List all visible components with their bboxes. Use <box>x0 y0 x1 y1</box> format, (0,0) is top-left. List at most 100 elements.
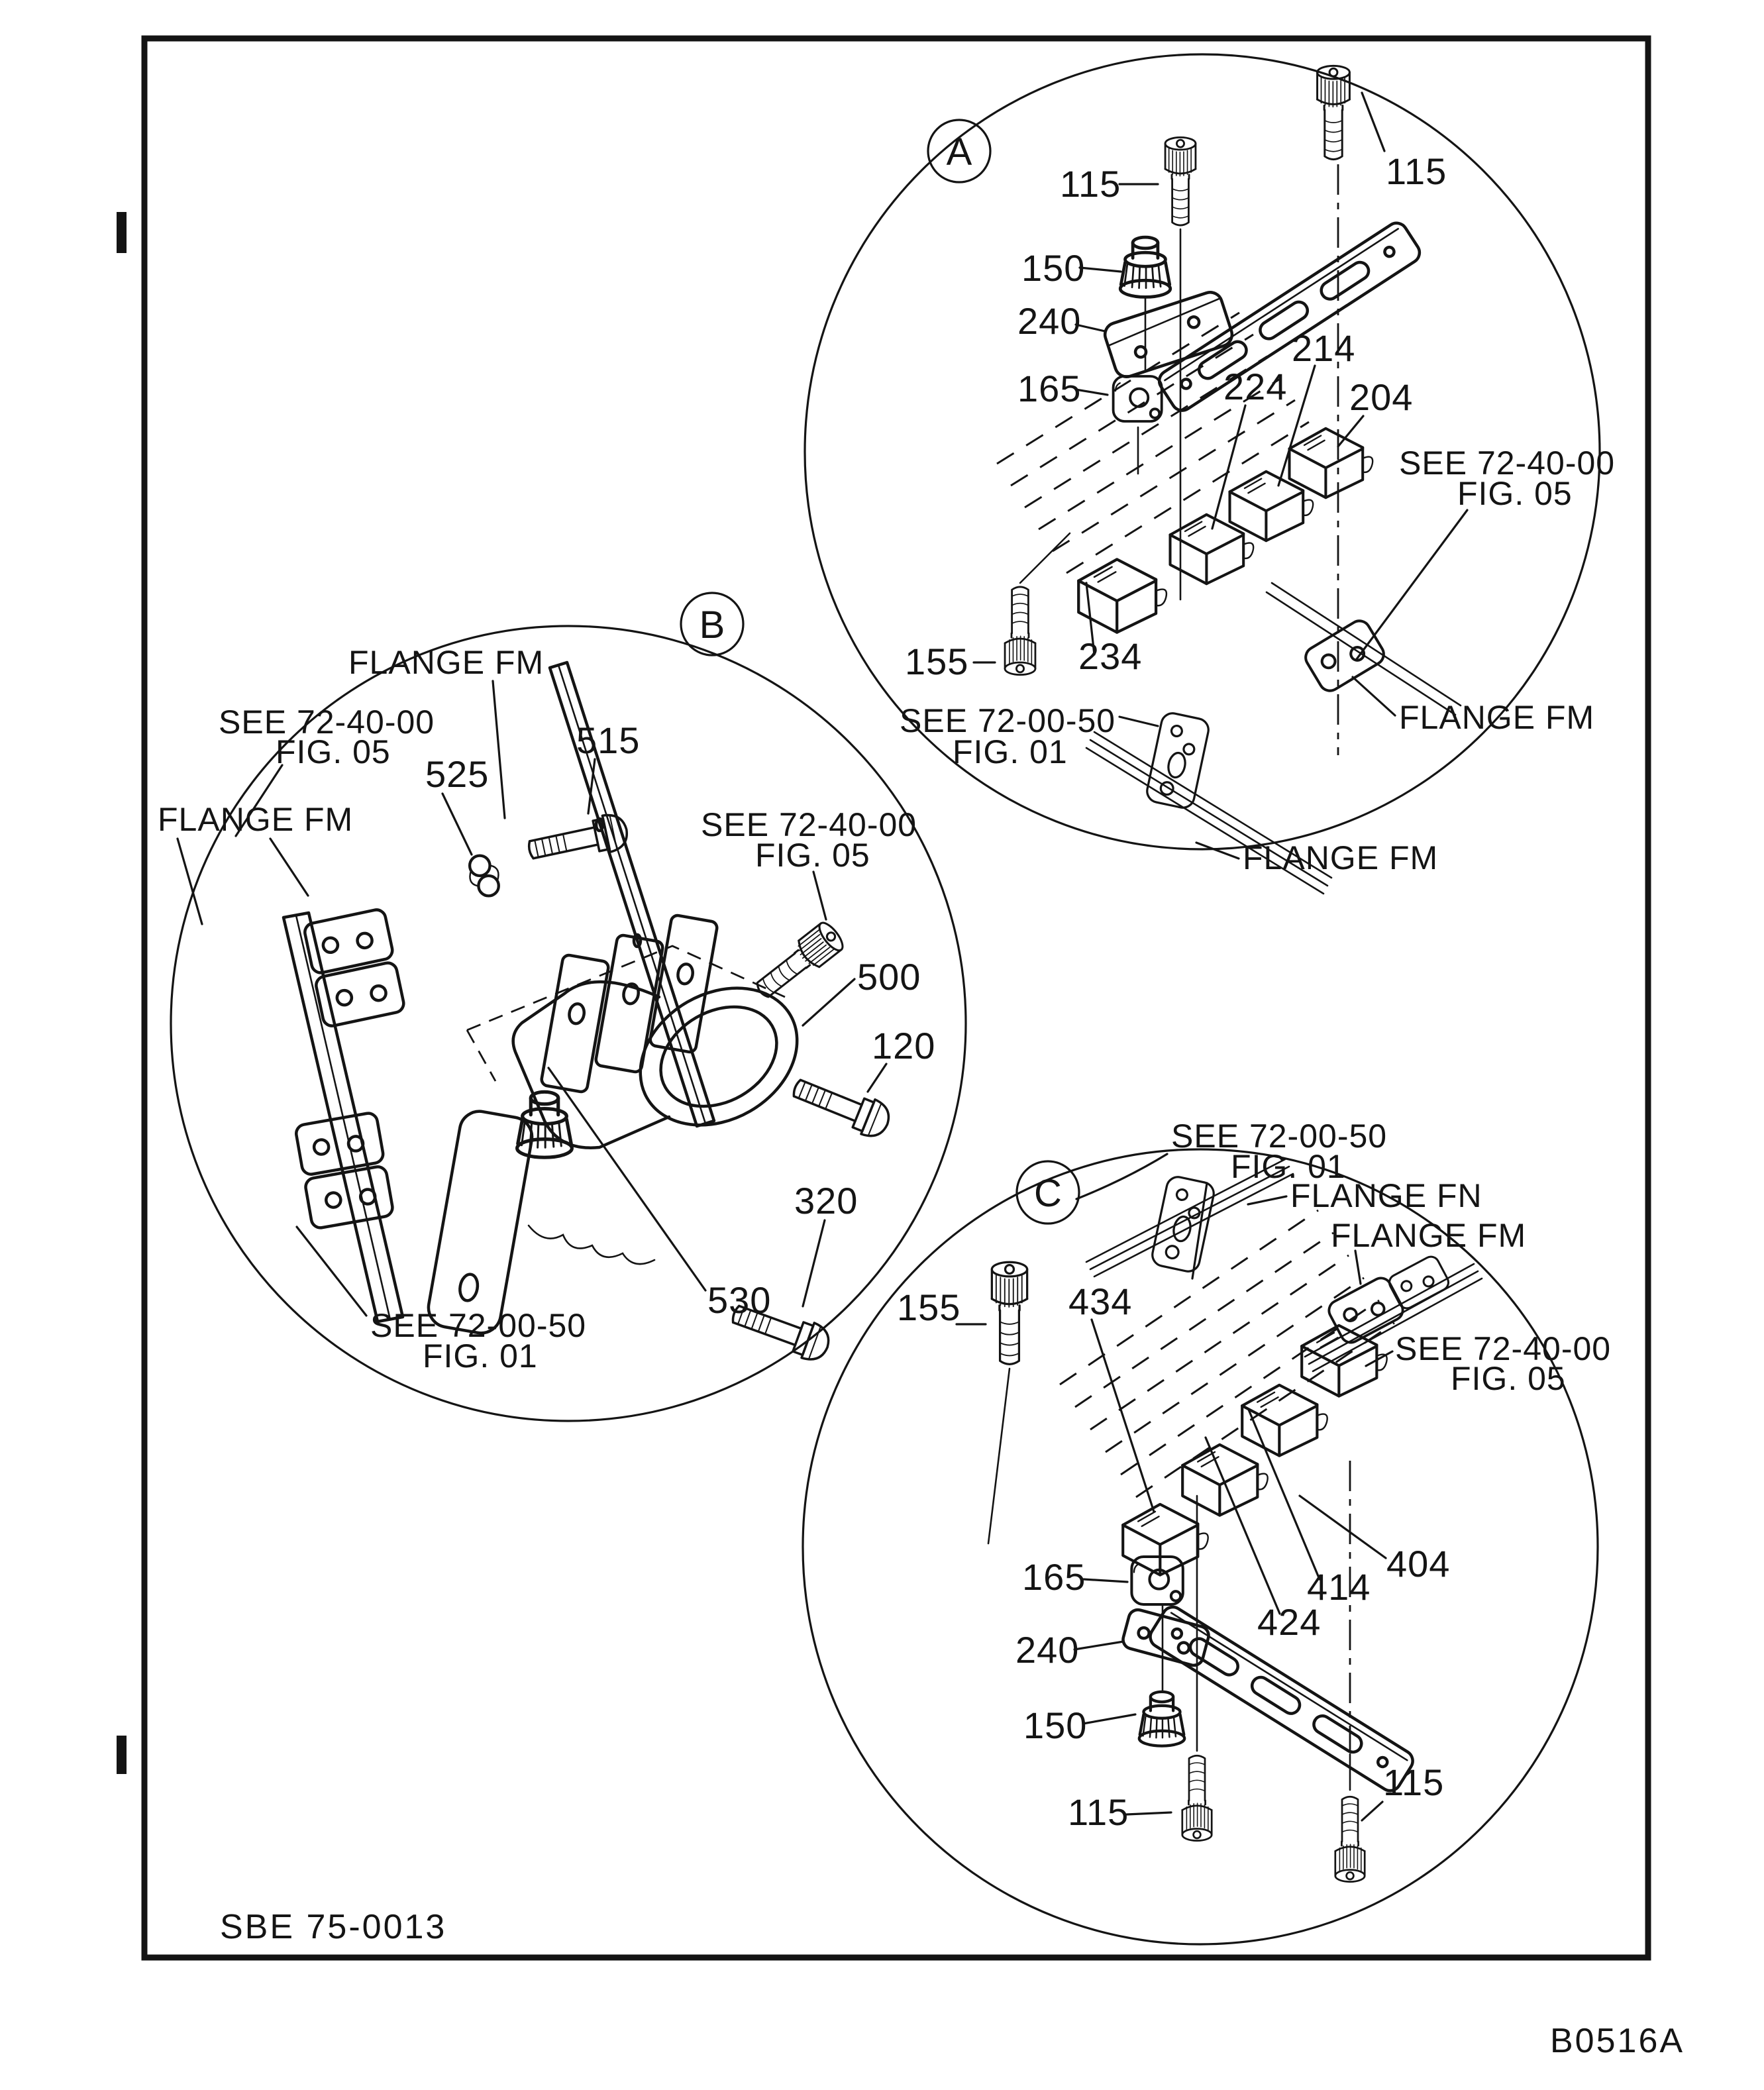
harness-clip-214 <box>1230 472 1314 541</box>
hex-bolt-120-b <box>787 1069 896 1143</box>
ref-c-fig-01: FIG. 01 <box>1231 1148 1346 1185</box>
ref-a-see-72-00-50: SEE 72-00-50 <box>900 702 1115 739</box>
cap-screw-155-a <box>1004 586 1037 676</box>
ref-a-flange-fm-bottom: FLANGE FM <box>1243 839 1438 876</box>
view-badge-a-letter: A <box>947 131 972 174</box>
label-c-115-left: 115 <box>1068 1791 1129 1833</box>
leader-lines-b <box>176 680 888 1317</box>
label-b-525: 525 <box>425 753 489 795</box>
ref-b-fig-01: FIG. 01 <box>423 1337 538 1375</box>
flange-fm-rail-c <box>1304 1253 1483 1373</box>
harness-clip-204 <box>1290 429 1373 497</box>
ref-b-flange-fm-top: FLANGE FM <box>348 644 544 681</box>
cap-screw-155-c <box>990 1261 1029 1365</box>
label-a-150: 150 <box>1021 247 1085 289</box>
leader-lines-a <box>972 91 1469 860</box>
ref-c-fig-05: FIG. 05 <box>1451 1360 1566 1397</box>
cushion-clamp-165-c <box>1131 1557 1182 1604</box>
label-c-404: 404 <box>1386 1543 1450 1585</box>
flange-nut-150-a <box>1120 237 1170 297</box>
label-a-204: 204 <box>1349 376 1413 418</box>
ref-a-flange-fm-right: FLANGE FM <box>1399 699 1594 736</box>
ref-c-flange-fm: FLANGE FM <box>1331 1217 1526 1254</box>
harness-cables-a <box>996 311 1310 574</box>
gasket-outline-dashed-b <box>466 945 786 1082</box>
hex-bolt-515-b <box>524 810 632 870</box>
flange-fm-plate-bottom-a <box>1085 709 1333 895</box>
cushion-clamp-165-a <box>1112 375 1163 423</box>
detail-circle-a <box>804 53 1601 851</box>
label-a-224: 224 <box>1223 366 1287 407</box>
ref-b-flange-fm-left: FLANGE FM <box>158 801 353 838</box>
cap-screw-115-right-a <box>1316 64 1351 161</box>
detail-circle-b <box>170 625 967 1422</box>
assembly-axes-c <box>987 1367 1351 1791</box>
bracket-240-c <box>1121 1608 1210 1667</box>
label-b-500: 500 <box>857 956 921 998</box>
harness-clip-424 <box>1182 1445 1267 1516</box>
ref-b-see-72-00-50: SEE 72-00-50 <box>370 1307 586 1344</box>
label-c-240: 240 <box>1015 1629 1079 1671</box>
ref-a-fig-01: FIG. 01 <box>953 733 1068 770</box>
ref-b-see-72-40-00-right: SEE 72-40-00 <box>701 806 917 843</box>
view-badge-c-letter: C <box>1034 1172 1062 1215</box>
detail-view-c: C <box>802 1118 1611 1946</box>
sheet-code: SBE 75-0013 <box>220 1908 446 1946</box>
flange-rail-center-b <box>548 660 716 1128</box>
harness-clip-434 <box>1123 1504 1208 1575</box>
ref-c-flange-fn: FLANGE FN <box>1290 1177 1482 1214</box>
detail-view-b: B <box>158 592 967 1422</box>
label-c-115-right: 115 <box>1383 1761 1444 1803</box>
label-c-434: 434 <box>1068 1280 1132 1322</box>
ref-b-fig-05-right: FIG. 05 <box>755 837 870 874</box>
view-badge-b-letter: B <box>700 603 725 647</box>
harness-clip-224 <box>1170 515 1254 584</box>
cap-screw-115-left-a <box>1164 136 1197 227</box>
detail-view-a: A <box>804 53 1615 895</box>
flange-nut-150-c <box>1139 1692 1184 1746</box>
ref-c-see-72-40-00: SEE 72-40-00 <box>1395 1330 1611 1367</box>
label-a-240: 240 <box>1017 300 1081 342</box>
label-a-115-left: 115 <box>1060 163 1121 205</box>
label-c-150: 150 <box>1023 1704 1087 1746</box>
label-a-155: 155 <box>905 641 968 682</box>
assembly-axes-a <box>1019 164 1339 755</box>
label-b-515: 515 <box>576 719 640 761</box>
label-c-424: 424 <box>1257 1601 1321 1643</box>
label-b-530: 530 <box>707 1279 771 1321</box>
label-a-234: 234 <box>1078 635 1142 677</box>
page-frame <box>117 35 1651 1961</box>
registration-tick-top <box>117 212 127 253</box>
elbow-pipe-500-b <box>427 914 799 1335</box>
bracket-240-a <box>1103 291 1234 378</box>
leader-lines-c <box>955 1153 1394 1822</box>
cap-screw-115-right-c <box>1334 1795 1366 1883</box>
flange-nut-b <box>517 1092 572 1157</box>
label-a-214: 214 <box>1292 327 1355 369</box>
label-c-155: 155 <box>897 1286 960 1328</box>
label-b-120: 120 <box>872 1025 935 1067</box>
ref-a-fig-05: FIG. 05 <box>1457 475 1573 512</box>
figure-code: B0516A <box>1550 2022 1685 2060</box>
view-badge-a: A <box>927 119 992 183</box>
label-c-414: 414 <box>1307 1566 1371 1608</box>
drawing-border <box>141 35 1651 1961</box>
view-badge-b: B <box>680 592 745 656</box>
ref-b-see-72-40-00-left: SEE 72-40-00 <box>219 704 435 741</box>
ref-a-see-72-40-00: SEE 72-40-00 <box>1399 444 1615 482</box>
flange-rail-left-b <box>282 908 405 1324</box>
cap-screw-115-left-c <box>1181 1754 1213 1842</box>
label-c-165: 165 <box>1022 1556 1086 1598</box>
s-clip-525-b <box>470 856 499 896</box>
label-a-165: 165 <box>1017 368 1081 409</box>
label-a-115-right: 115 <box>1386 150 1447 192</box>
view-badge-c: C <box>1015 1160 1080 1225</box>
flange-fn-rail-c <box>1085 1158 1294 1278</box>
registration-tick-bottom <box>117 1736 127 1774</box>
ref-c-see-72-00-50: SEE 72-00-50 <box>1171 1118 1387 1155</box>
label-b-320: 320 <box>794 1180 858 1222</box>
detail-circle-c <box>802 1148 1599 1946</box>
ref-b-fig-05-left: FIG. 05 <box>276 733 391 770</box>
